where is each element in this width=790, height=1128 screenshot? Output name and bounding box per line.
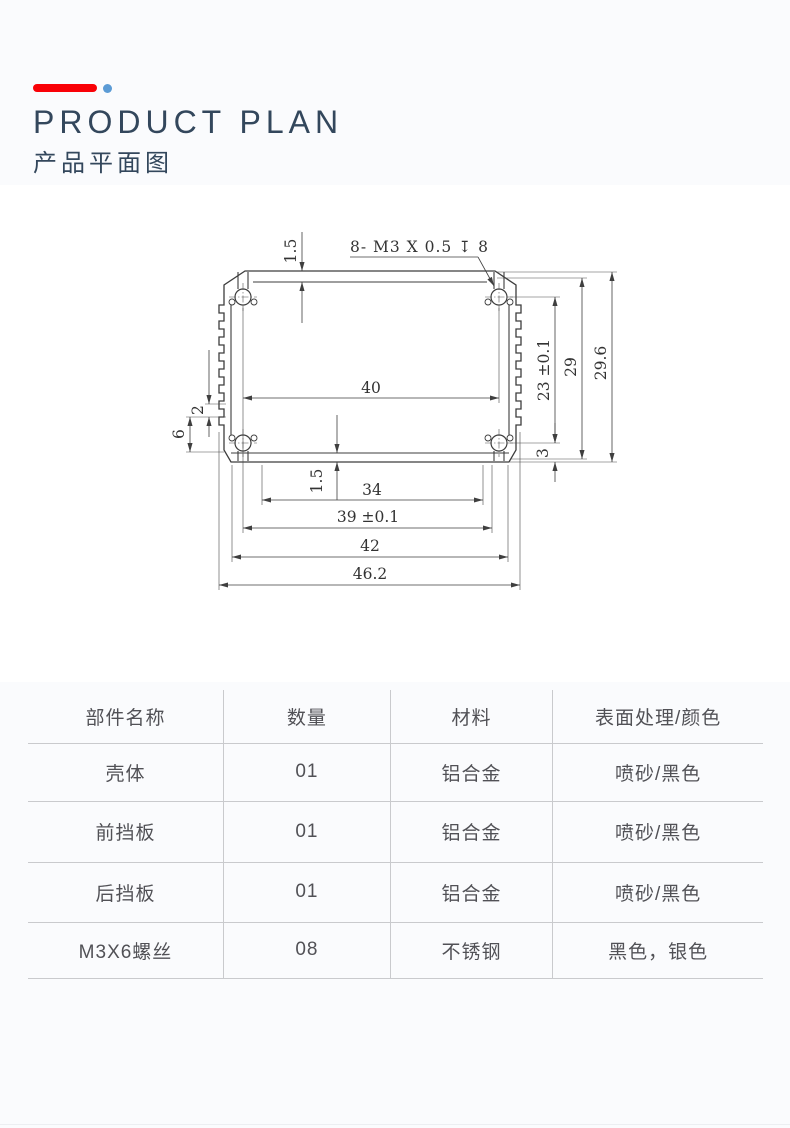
accent-dot-icon [103,84,112,93]
section-divider [0,1124,790,1125]
dim-label-40: 40 [361,379,381,397]
boss-notch [250,434,258,442]
dim-label-46-2: 46.2 [353,565,388,583]
column-header-material: 材料 [390,690,554,743]
enclosure-inner-walls [230,281,510,454]
dim-label-42: 42 [360,537,380,555]
dim-label-2: 2 [189,405,207,415]
cell-material: 不锈钢 [390,922,554,978]
cell-part-name: 壳体 [28,743,224,801]
boss-notch [506,434,514,442]
cell-finish: 黑色，银色 [608,941,709,963]
dim-label-34: 34 [362,481,382,499]
column-header-part-name: 部件名称 [28,690,224,743]
table-row: 前挡板 01 铝合金 喷砂/黑色 [28,801,763,862]
column-header-finish: 表面处理/颜色 [594,707,722,729]
cell-quantity: 08 [223,922,391,978]
page-subtitle: 产品平面图 [33,150,173,177]
enclosure-outer-contour [218,270,522,463]
cell-part-name: 后挡板 [28,862,224,922]
dim-label-23: 23 ±0.1 [535,339,553,401]
technical-drawing: 8- M3 X 0.5 ↧ 8 40 34 39 ±0.1 42 46.2 1.… [150,210,650,600]
cell-quantity: 01 [223,801,391,862]
cell-finish: 喷砂/黑色 [614,883,702,905]
dim-label-bottom-slot: 1.5 [308,469,326,494]
boss-notch [506,298,514,306]
boss-necks [237,272,505,461]
cell-material: 铝合金 [390,862,554,922]
boss-notch [484,434,492,442]
table-row: M3X6螺丝 08 不锈钢 黑色，银色 [28,922,763,978]
dim-label-29: 29 [562,357,580,377]
thread-note-leader [477,256,495,287]
dim-label-top-slot: 1.5 [282,239,300,264]
boss-notch [250,298,258,306]
column-header-quantity: 数量 [223,690,391,743]
boss-notch [484,298,492,306]
dim-label-6: 6 [170,429,188,439]
cell-part-name: 前挡板 [28,801,224,862]
boss-notch [228,434,236,442]
cell-part-name: M3X6螺丝 [28,922,224,978]
extension-lines [186,271,617,590]
spec-table-header-row: 部件名称 数量 材料 表面处理/颜色 [28,690,763,743]
boss-notch [228,298,236,306]
drawing-section-background [0,185,790,682]
cell-finish: 喷砂/黑色 [614,823,702,844]
thread-note-label: 8- M3 X 0.5 ↧ 8 [350,238,489,256]
cell-finish: 喷砂/黑色 [614,763,702,785]
boss-centerlines [229,283,513,457]
dim-label-29-6: 29.6 [592,346,610,381]
dim-label-39: 39 ±0.1 [337,508,399,526]
cell-material: 铝合金 [390,743,554,801]
table-row: 壳体 01 铝合金 喷砂/黑色 [28,743,763,801]
cell-quantity: 01 [223,743,391,801]
cell-material: 铝合金 [390,801,554,862]
accent-bar [33,84,97,92]
cell-quantity: 01 [223,862,391,922]
page-title: PRODUCT PLAN [33,104,344,140]
spec-table: 部件名称 数量 材料 表面处理/颜色 壳体 01 铝合金 喷砂/黑色 前挡板 0… [28,690,763,979]
table-row: 后挡板 01 铝合金 喷砂/黑色 [28,862,763,922]
dim-label-3: 3 [534,448,552,458]
